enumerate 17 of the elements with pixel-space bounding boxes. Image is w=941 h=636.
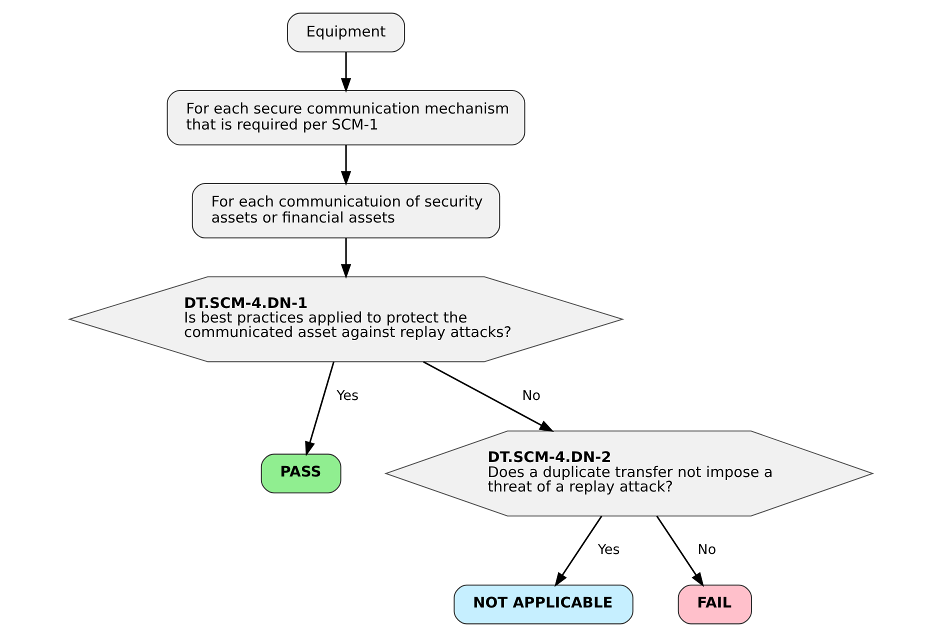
node-box: For each secure communication mechanism that is required per SCM-1: [166, 90, 525, 145]
node-box: Equipment: [286, 12, 405, 52]
edge-label: Yes: [597, 542, 620, 558]
edge-label: Yes: [336, 387, 358, 404]
arrow: [656, 515, 704, 587]
arrow: [304, 361, 334, 456]
node-box: NOT APPLICABLE: [453, 584, 633, 624]
node-box: PASS: [260, 453, 341, 493]
node-box: For each communicatuion of security assets or financial assets: [191, 182, 500, 238]
arrow: [340, 52, 351, 92]
edge-label: No: [522, 387, 540, 404]
arrow: [554, 515, 602, 587]
arrow: [340, 144, 351, 186]
arrow: [340, 238, 351, 278]
edge-label: No: [697, 542, 716, 558]
arrow: [422, 360, 554, 432]
node-box: FAIL: [677, 584, 752, 624]
